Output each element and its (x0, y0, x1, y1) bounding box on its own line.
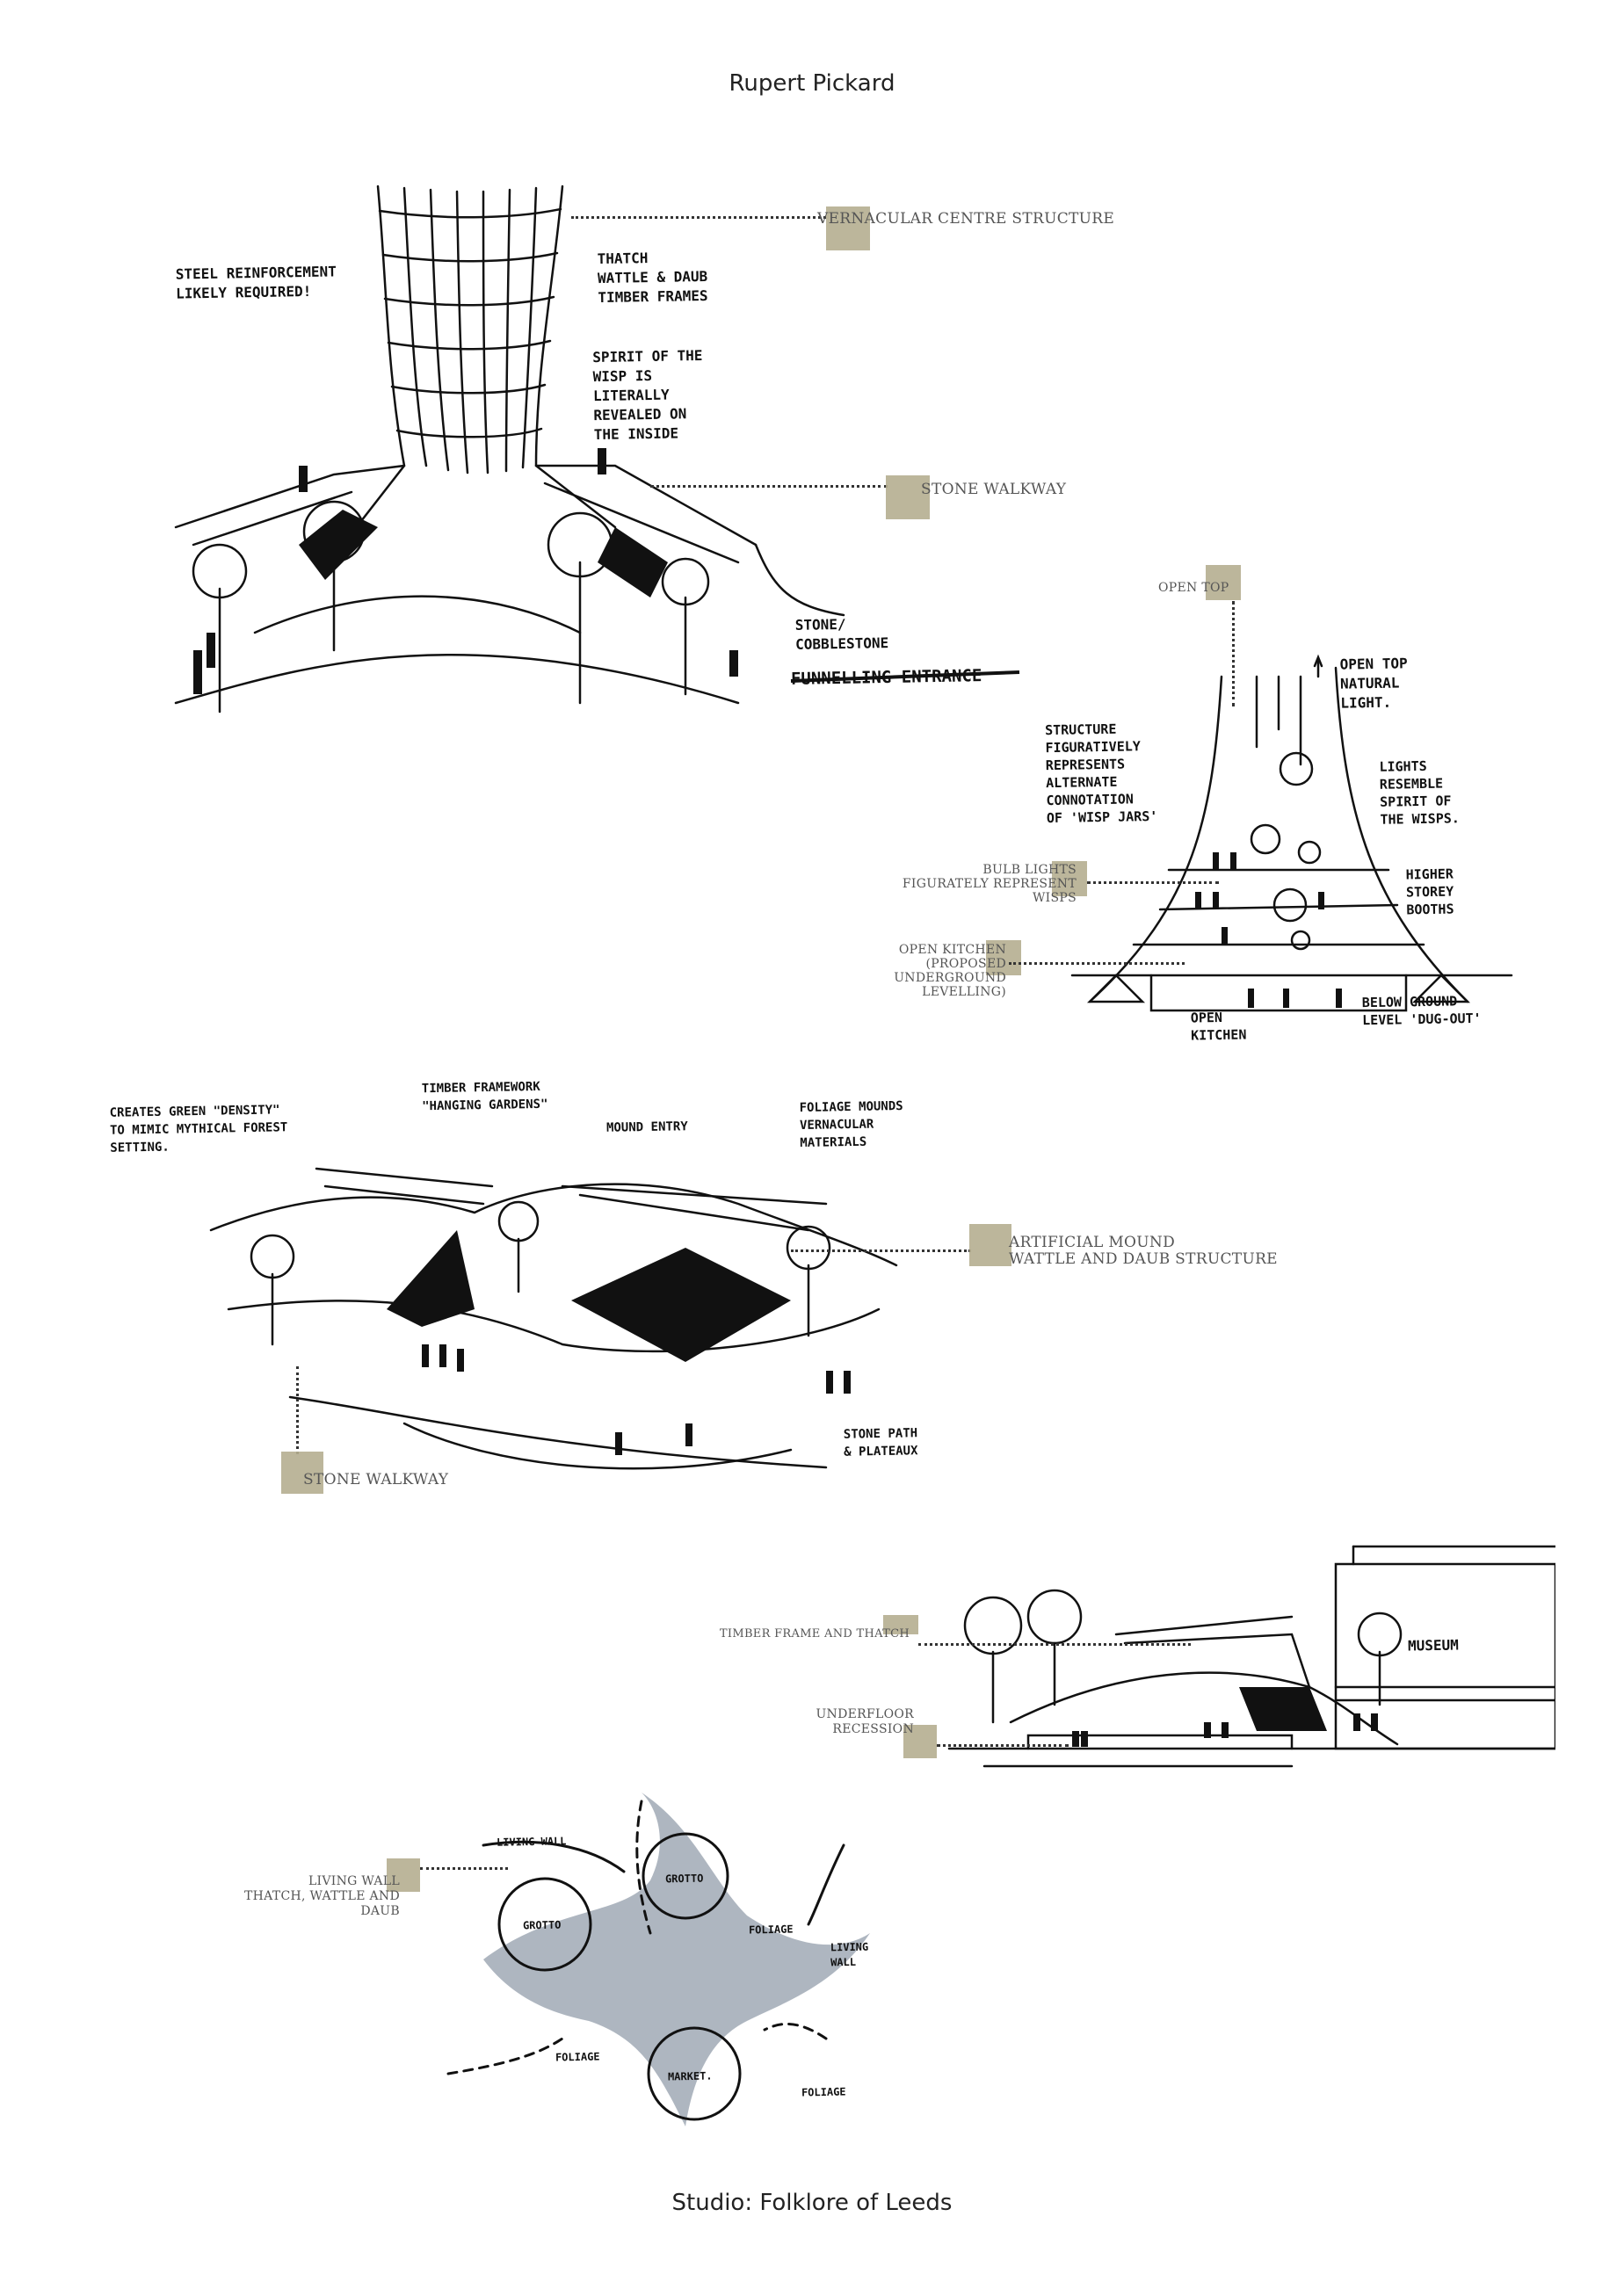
note-market: MARKET. (667, 2069, 713, 2083)
swatch-stone-walkway-2 (281, 1452, 323, 1494)
tag-vernacular-centre-structure: VERNACULAR CENTRE STRUCTURE (817, 210, 1115, 228)
note-open-kitchen: OPEN KITCHEN (1190, 1009, 1247, 1044)
note-structure-wisp-jars: STRUCTURE FIGURATIVELY REPRESENTS ALTERN… (1044, 721, 1158, 827)
note-lights-resemble: LIGHTS RESEMBLE SPIRIT OF THE WISPS. (1379, 757, 1460, 828)
note-higher-booths: HIGHER STOREY BOOTHS (1405, 866, 1454, 918)
sketch-elevation-museum-drawing (947, 1545, 1555, 1768)
leader-stone-walkway-1 (650, 485, 888, 488)
sketch-vernacular-structure (123, 176, 1090, 721)
page-header-author: Rupert Pickard (729, 70, 895, 97)
sketch-section-open-top-drawing (1070, 654, 1513, 1012)
note-steel-reinforcement: STEEL REINFORCEMENT LIKELY REQUIRED! (175, 263, 337, 302)
swatch-underfloor (903, 1725, 937, 1758)
tag-artificial-mound: ARTIFICIAL MOUND WATTLE AND DAUB STRUCTU… (1009, 1234, 1278, 1268)
sketch-artificial-mound-drawing (209, 1167, 898, 1470)
tag-stone-walkway-2: STONE WALKWAY (303, 1471, 449, 1488)
leader-artificial-mound (791, 1249, 971, 1252)
leader-vernacular (571, 216, 826, 219)
swatch-open-top (1206, 565, 1241, 600)
leader-open-kitchen (1009, 962, 1185, 965)
note-mound-entry: MOUND ENTRY (605, 1119, 688, 1135)
sketch-section-open-top (1055, 641, 1529, 1054)
swatch-vernacular (826, 206, 870, 250)
note-museum: MUSEUM (1407, 1636, 1459, 1655)
tag-underfloor-recession: UNDERFLOOR RECESSION (816, 1707, 914, 1736)
sketch-artificial-mound (193, 1134, 949, 1503)
note-funnelling-entrance: FUNNELLING ENTRANCE (790, 666, 982, 689)
note-foliage-mounds: FOLIAGE MOUNDS VERNACULAR MATERIALS (799, 1098, 903, 1151)
sketch-vernacular-structure-drawing (174, 185, 1020, 713)
note-grotto-a: GROTTO (522, 1918, 562, 1932)
note-spirit-of-wisp: SPIRIT OF THE WISP IS LITERALLY REVEALED… (592, 346, 703, 444)
note-timber-framework: TIMBER FRAMEWORK "HANGING GARDENS" (421, 1079, 548, 1114)
swatch-bulb-lights (1052, 861, 1087, 896)
swatch-timber-thatch (883, 1615, 918, 1634)
swatch-stone-walkway-1 (886, 475, 930, 519)
tag-living-wall: LIVING WALL THATCH, WATTLE AND DAUB (244, 1874, 400, 1918)
tag-timber-frame-thatch: TIMBER FRAME AND THATCH (719, 1627, 910, 1641)
note-materials: THATCH WATTLE & DAUB TIMBER FRAMES (597, 250, 708, 307)
leader-living-wall (420, 1867, 508, 1870)
leader-bulb-lights (1087, 881, 1219, 884)
tag-open-top: OPEN TOP (1158, 581, 1229, 595)
note-green-density: CREATES GREEN "DENSITY" TO MIMIC MYTHICA… (109, 1103, 288, 1155)
sketch-plan-grottos (431, 1775, 888, 2144)
swatch-artificial-mound (969, 1224, 1011, 1266)
note-stone-cobblestone: STONE/ COBBLESTONE (794, 615, 889, 653)
note-grotto-b: GROTTO (664, 1872, 704, 1886)
swatch-living-wall (387, 1858, 420, 1892)
note-living-wall-top: LIVING WALL (496, 1835, 567, 1849)
page-footer-studio: Studio: Folklore of Leeds (671, 2190, 953, 2216)
leader-underfloor (937, 1744, 1069, 1747)
leader-stone-walkway-2 (296, 1366, 299, 1454)
sketch-plan-grottos-drawing (446, 1793, 870, 2126)
note-foliage-b: FOLIAGE (555, 2050, 600, 2064)
leader-open-top (1232, 601, 1235, 706)
note-open-top-light: OPEN TOP NATURAL LIGHT. (1339, 655, 1408, 712)
note-foliage-c: FOLIAGE (801, 2085, 846, 2099)
note-stone-path: STONE PATH & PLATEAUX (843, 1426, 918, 1459)
tag-stone-walkway-1: STONE WALKWAY (921, 481, 1067, 498)
swatch-open-kitchen (986, 940, 1021, 975)
leader-timber-thatch (918, 1643, 1191, 1646)
note-living-wall-right: LIVING WALL (830, 1940, 869, 1969)
tag-bulb-lights: BULB LIGHTS FIGURATELY REPRESENT WISPS (902, 863, 1077, 905)
note-foliage-a: FOLIAGE (748, 1923, 794, 1937)
sketch-elevation-museum (940, 1511, 1555, 1775)
note-below-ground: BELOW GROUND LEVEL 'DUG-OUT' (1361, 993, 1482, 1029)
tag-open-kitchen: OPEN KITCHEN (PROPOSED UNDERGROUND LEVEL… (894, 943, 1006, 999)
